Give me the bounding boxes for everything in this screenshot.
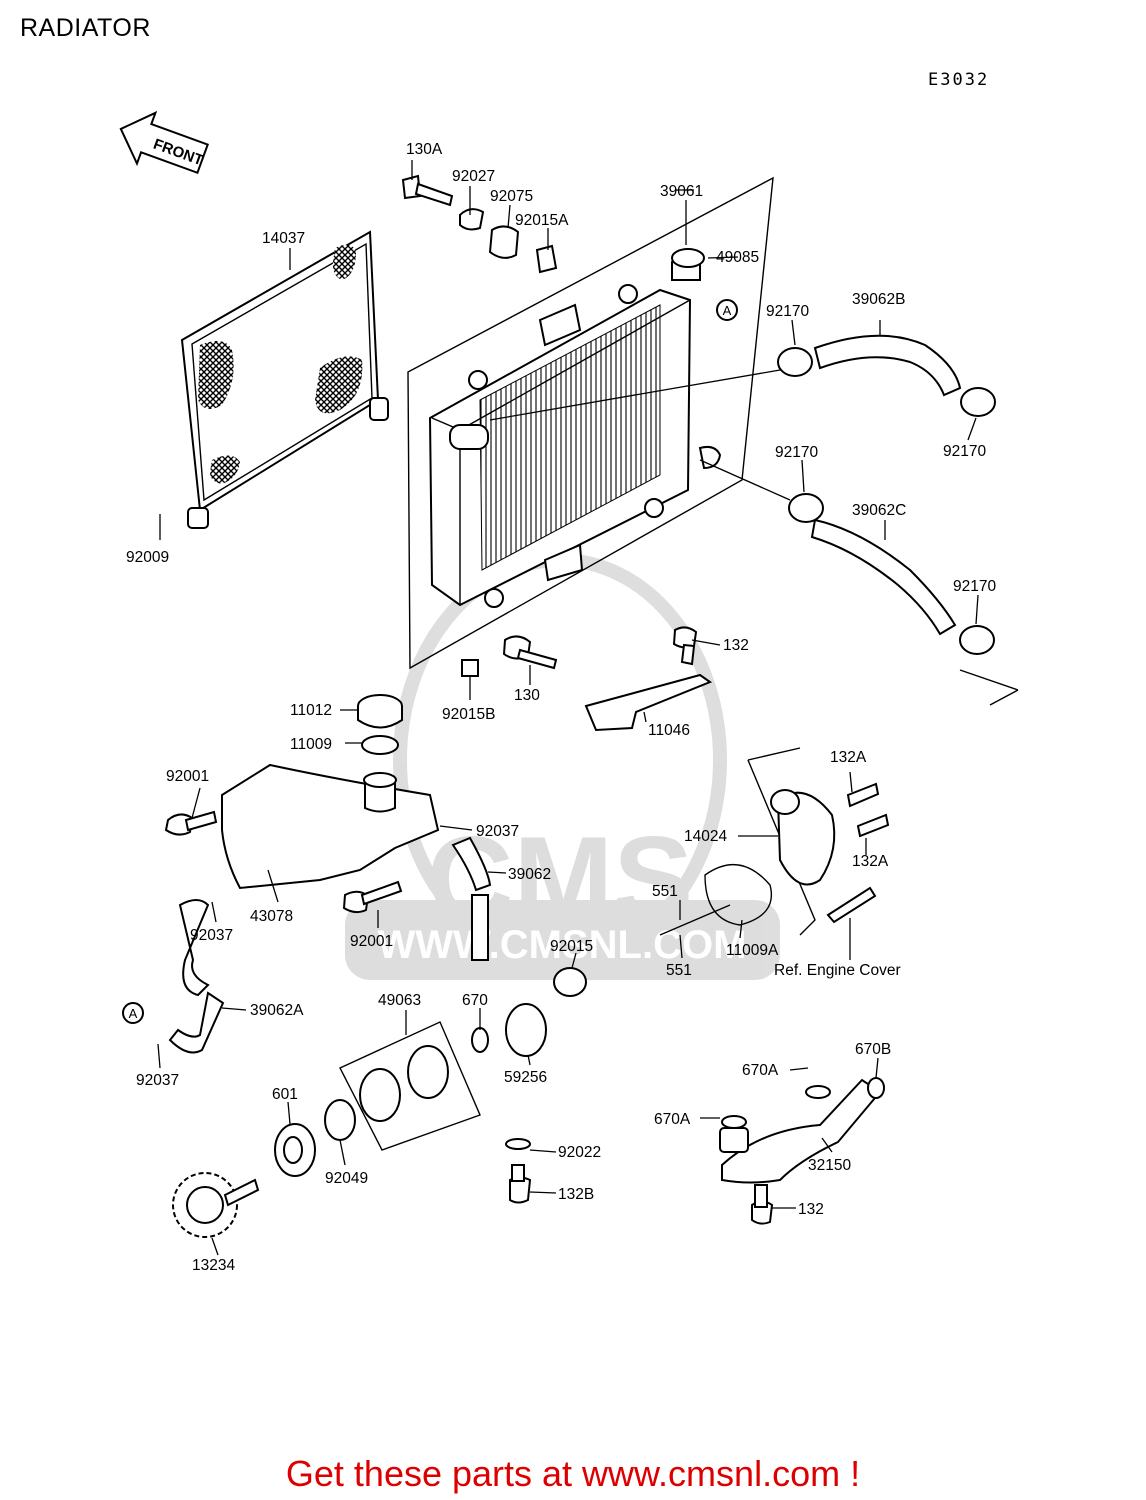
part-label[interactable]: 49085 [716,249,759,266]
diagram-code: E3032 [928,70,990,90]
radiator-assembly-outline [407,176,774,670]
part-label[interactable]: 132B [558,1186,594,1203]
part-label[interactable]: 11009A [726,942,779,959]
part-label[interactable]: 92027 [452,168,495,185]
part-labels: 130A 92027 92075 92015A 39061 49085 1403… [126,141,996,1274]
part-label[interactable]: 670A [742,1062,779,1079]
part-label[interactable]: 130 [514,687,540,704]
water-pipe [719,1077,885,1225]
part-label[interactable]: 14024 [684,828,727,845]
part-label[interactable]: 13234 [192,1257,235,1274]
small-hoses [168,836,492,1054]
part-label[interactable]: 92170 [953,578,996,595]
part-label[interactable]: 132A [830,749,867,766]
part-label[interactable]: 92015A [515,212,569,229]
part-label[interactable]: 11046 [648,722,690,739]
part-label[interactable]: 601 [272,1086,298,1103]
part-label[interactable]: 132 [723,637,749,654]
radiator-core [428,248,722,608]
footer-cta[interactable]: Get these parts at www.cmsnl.com ! [285,1453,861,1494]
part-label[interactable]: 39062A [250,1002,304,1019]
radiator-screen [180,230,389,529]
part-label[interactable]: 92009 [126,549,169,566]
part-label[interactable]: 130A [406,141,443,158]
watermark-url-text: WWW.CMSNL.COM [378,923,747,967]
part-label[interactable]: 43078 [250,908,293,925]
part-label[interactable]: 39062B [852,291,905,308]
part-label[interactable]: 551 [666,962,692,979]
part-label[interactable]: 670B [855,1041,891,1058]
leader-lines [157,160,979,1256]
part-label[interactable]: 92037 [476,823,519,840]
part-label[interactable]: Ref. Engine Cover [774,962,901,979]
front-arrow: FRONT [119,110,209,175]
part-label[interactable]: 49063 [378,992,421,1009]
part-label[interactable]: 132 [798,1201,824,1218]
part-label[interactable]: 39061 [660,183,703,200]
page-title: RADIATOR [20,14,151,42]
part-label[interactable]: 92170 [943,443,986,460]
pump-shaft-parts [274,967,587,1204]
part-label[interactable]: 92037 [190,927,233,944]
part-label[interactable]: 670A [654,1111,691,1128]
mount-hardware-lower [461,626,713,732]
part-label[interactable]: 92170 [766,303,809,320]
water-pump-cover [659,747,890,936]
part-label[interactable]: 92015 [550,938,593,955]
pump-gear [172,1172,260,1238]
part-label[interactable]: 59256 [504,1069,547,1086]
part-label[interactable]: 92001 [166,768,209,785]
reference-marker-a: A A [122,299,738,1024]
reference-marker-a-label: A [723,303,732,318]
part-label[interactable]: 39062C [852,502,906,519]
reference-marker-a-label-2: A [129,1006,138,1021]
reservoir-tank [164,694,440,914]
part-label[interactable]: 92037 [136,1072,179,1089]
part-label[interactable]: 670 [462,992,488,1009]
part-label[interactable]: 551 [652,883,678,900]
part-label[interactable]: 32150 [808,1157,851,1174]
part-label[interactable]: 39062 [508,866,551,883]
part-label[interactable]: 14037 [262,230,305,247]
hoses-right [777,334,1019,706]
part-label[interactable]: 92001 [350,933,393,950]
part-label[interactable]: 92015B [442,706,495,723]
part-label[interactable]: 92075 [490,188,533,205]
part-label[interactable]: 92170 [775,444,818,461]
part-label[interactable]: 11012 [290,702,332,719]
part-label[interactable]: 132A [852,853,889,870]
mount-hardware-top [401,174,558,274]
part-label[interactable]: 92049 [325,1170,368,1187]
part-label[interactable]: 11009 [290,736,332,753]
part-label[interactable]: 92022 [558,1144,601,1161]
